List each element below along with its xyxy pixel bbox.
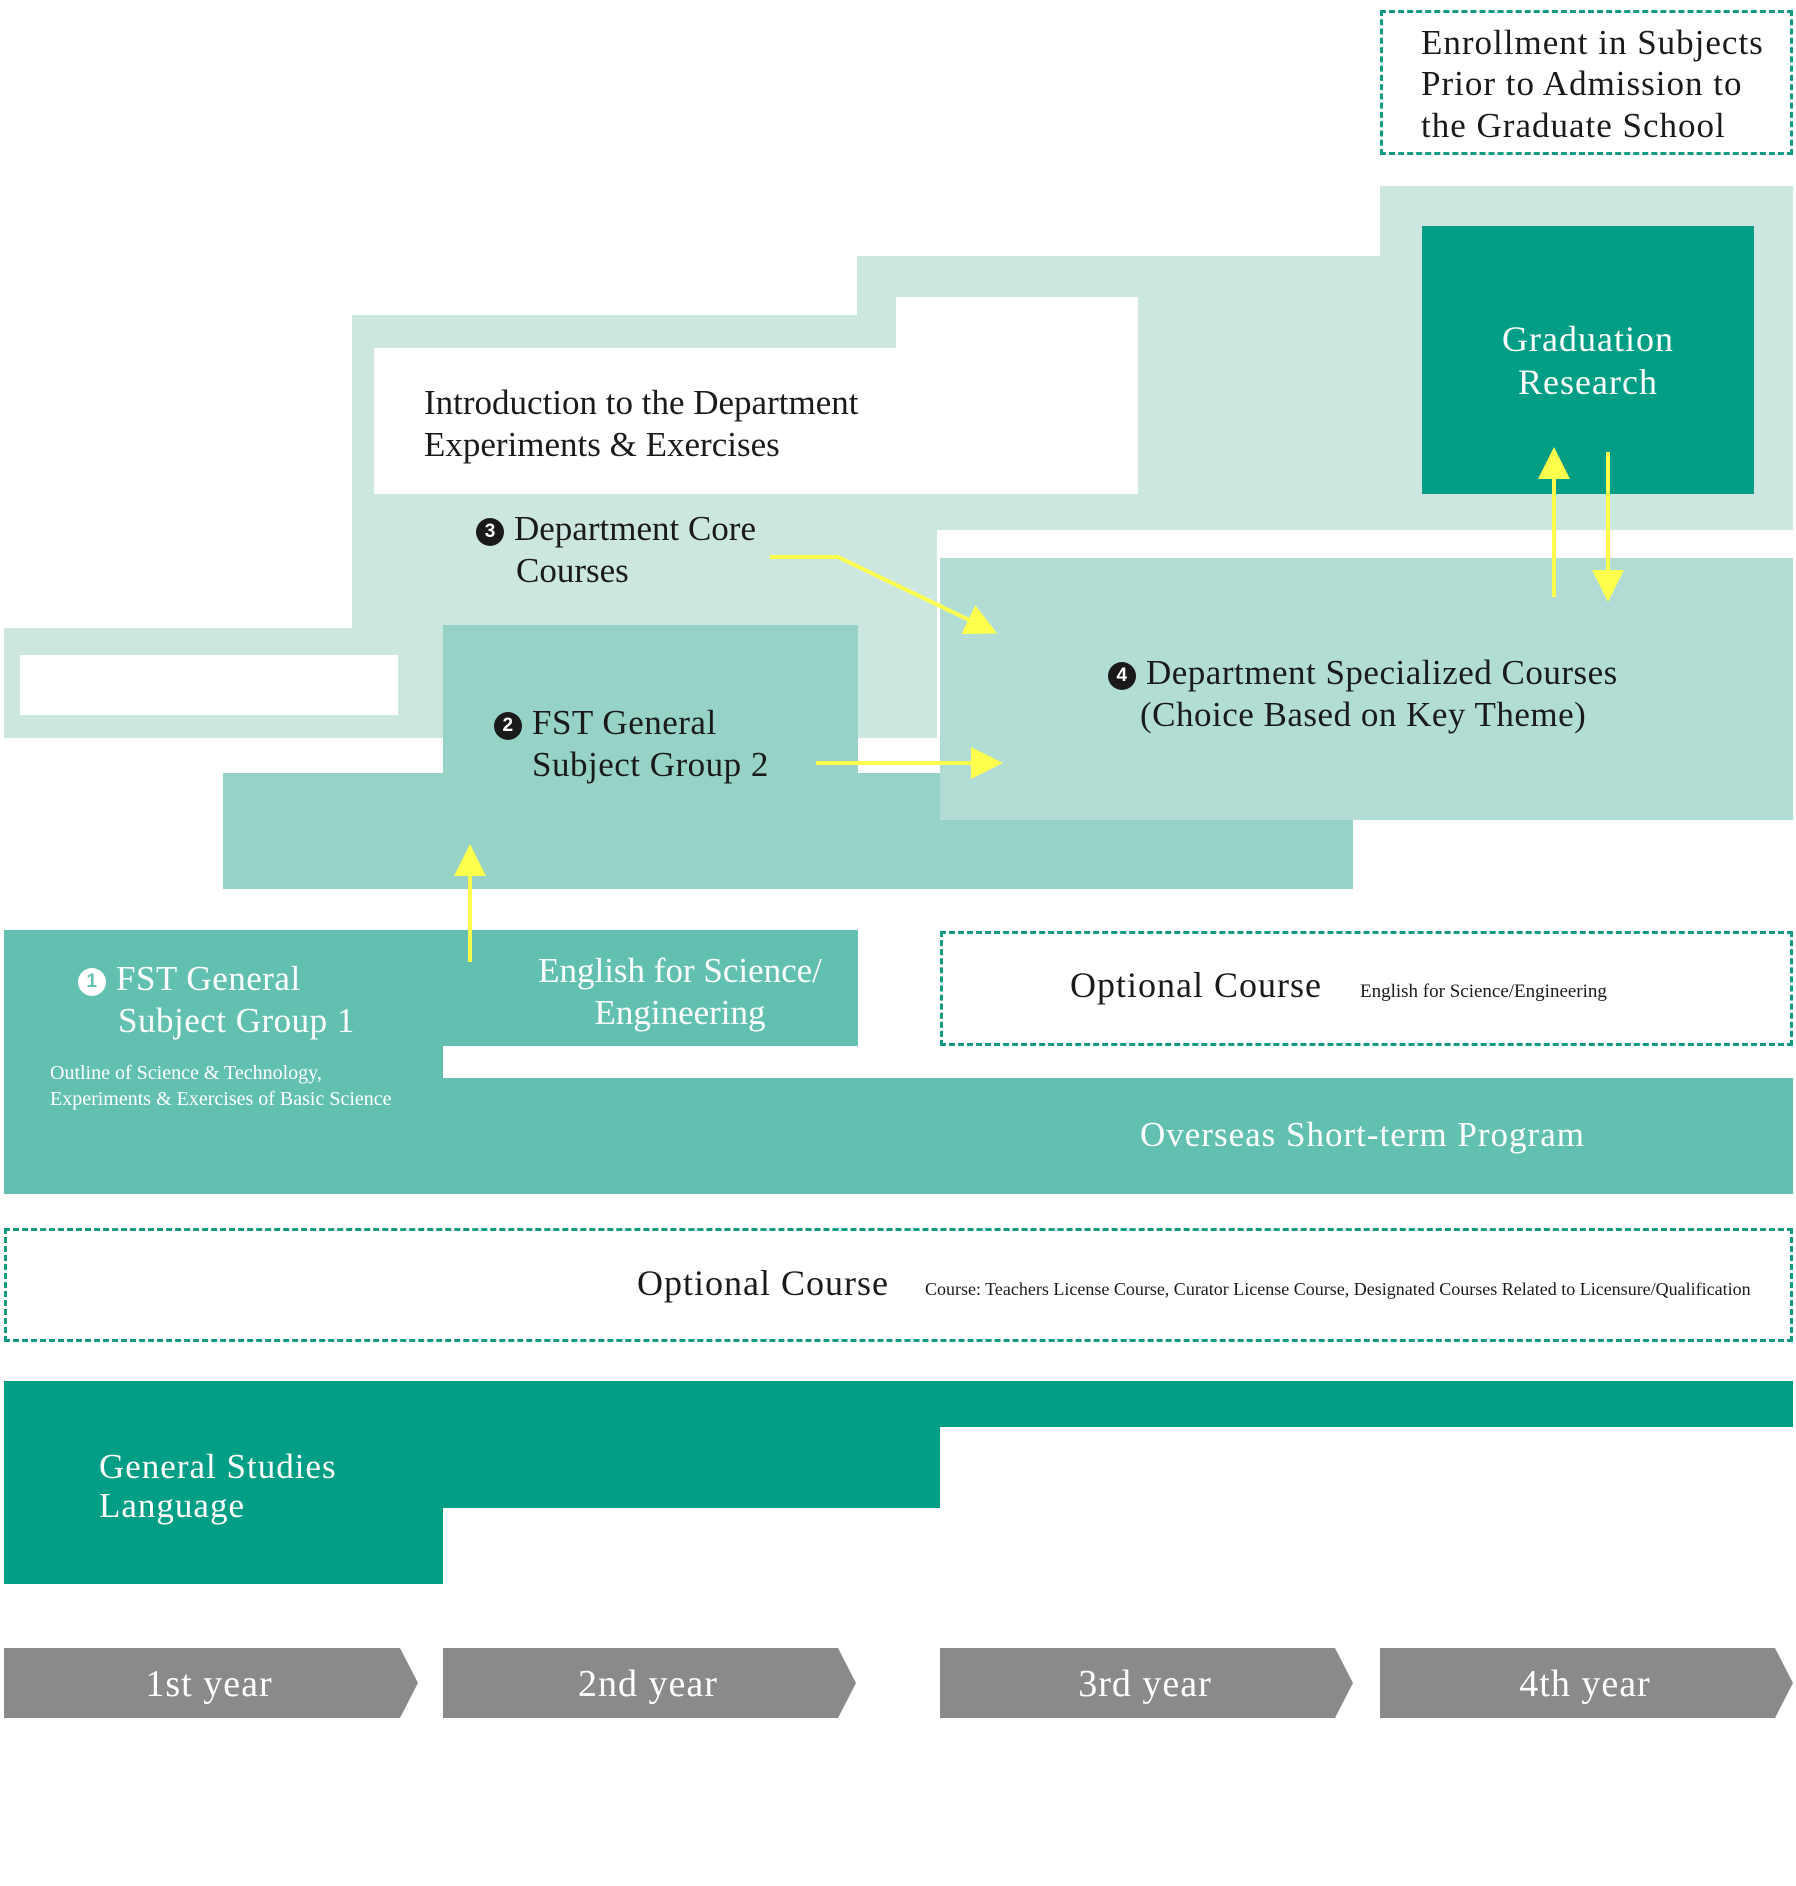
general-studies-text: General Studies Language xyxy=(99,1447,337,1525)
group2-badge: 2 xyxy=(494,712,522,741)
pale-step-gap xyxy=(398,594,418,738)
timeline-chevron-4 xyxy=(1380,1648,1793,1718)
timeline-label-3: 3rd year xyxy=(1078,1663,1212,1705)
group2-line-2: Subject Group 2 xyxy=(532,745,769,784)
overseas-text: Overseas Short-term Program xyxy=(1140,1114,1585,1155)
enrollment-line-2: Prior to Admission to xyxy=(1421,64,1743,104)
timeline-label-1: 1st year xyxy=(145,1663,273,1705)
specialized-line-1: 4 Department Specialized Courses xyxy=(1108,652,1618,694)
department-core-text: 3 Department Core Courses xyxy=(476,508,756,592)
general-line-1: General Studies xyxy=(99,1447,337,1486)
enrollment-box xyxy=(1380,10,1793,155)
optional-course-upper-box xyxy=(940,931,1793,1046)
graduation-line-1: Graduation xyxy=(1502,319,1674,359)
core-title: Department Core xyxy=(514,509,756,548)
pale-inner-white-col1 xyxy=(20,655,418,715)
specialized-badge: 4 xyxy=(1108,662,1136,691)
intro-department-text: Introduction to the Department Experimen… xyxy=(424,382,858,466)
optional-course-upper-text: Optional Course English for Science/Engi… xyxy=(1070,964,1607,1006)
timeline-chevron-2 xyxy=(443,1648,856,1718)
group1-line-2: Subject Group 1 xyxy=(118,1001,355,1040)
optional-lower-title: Optional Course xyxy=(637,1263,889,1303)
dept-specialized-block xyxy=(940,558,1793,820)
overseas-label: Overseas Short-term Program xyxy=(1140,1115,1585,1154)
group2-title: FST General xyxy=(532,703,717,742)
group1-line-1: 1 FST General xyxy=(78,958,355,1000)
intro-line-1: Introduction to the Department xyxy=(424,383,859,422)
fst-group1-sub-text: Outline of Science & Technology, Experim… xyxy=(50,1060,392,1112)
department-specialized-text: 4 Department Specialized Courses (Choice … xyxy=(1108,652,1618,736)
english-line-2: Engineering xyxy=(594,993,766,1032)
timeline-label-4: 4th year xyxy=(1519,1663,1651,1705)
pale-core-strip xyxy=(398,494,858,594)
general-line-2: Language xyxy=(99,1486,245,1526)
core-line-1: 3 Department Core xyxy=(476,508,756,550)
graduation-research-block xyxy=(1422,226,1754,494)
group2-line-1: 2 FST General xyxy=(494,702,769,744)
group1-badge: 1 xyxy=(78,968,106,997)
group1-title: FST General xyxy=(116,959,301,998)
specialized-line-2: (Choice Based on Key Theme) xyxy=(1140,695,1587,734)
english-science-text: English for Science/ Engineering xyxy=(516,950,844,1034)
graduation-line-2: Research xyxy=(1518,362,1658,403)
timeline-chevron-3 xyxy=(940,1648,1353,1718)
intro-line-2: Experiments & Exercises xyxy=(424,425,780,464)
pale-inner-white-col2 xyxy=(374,348,896,494)
optional-course-lower-text: Optional Course Course: Teachers License… xyxy=(637,1262,1751,1304)
optional-upper-title: Optional Course xyxy=(1070,965,1322,1005)
enrollment-line-3: the Graduate School xyxy=(1421,105,1726,145)
group1-sub-line-1: Outline of Science & Technology, xyxy=(50,1062,322,1084)
timeline-label-2: 2nd year xyxy=(578,1663,718,1705)
group1-sub-line-2: Experiments & Exercises of Basic Science xyxy=(50,1088,392,1110)
enrollment-text: Enrollment in Subjects Prior to Admissio… xyxy=(1421,22,1764,146)
enrollment-line-1: Enrollment in Subjects xyxy=(1421,23,1764,62)
english-line-1: English for Science/ xyxy=(538,951,822,990)
general-studies-block-col34 xyxy=(940,1381,1793,1427)
graduation-research-text: Graduation Research xyxy=(1422,318,1754,404)
optional-course-lower-box xyxy=(4,1228,1793,1342)
fst-group2-text: 2 FST General Subject Group 2 xyxy=(494,702,769,786)
general-studies-block-col2 xyxy=(443,1381,940,1508)
pale-inner-white-col3 xyxy=(896,297,1138,494)
timeline-chevron-1 xyxy=(4,1648,418,1718)
fst-group1-text: 1 FST General Subject Group 1 xyxy=(78,958,355,1042)
general-studies-block-col1 xyxy=(4,1381,443,1584)
overseas-white-notch xyxy=(443,1046,1793,1078)
specialized-title: Department Specialized Courses xyxy=(1146,653,1618,692)
fst-group1-block xyxy=(4,930,858,1046)
core-line-2: Courses xyxy=(516,551,629,590)
core-badge: 3 xyxy=(476,518,504,547)
optional-upper-detail: English for Science/Engineering xyxy=(1359,981,1607,1002)
arrow-core-to-specialized xyxy=(770,555,998,635)
optional-lower-detail: Course: Teachers License Course, Curator… xyxy=(924,1279,1751,1299)
